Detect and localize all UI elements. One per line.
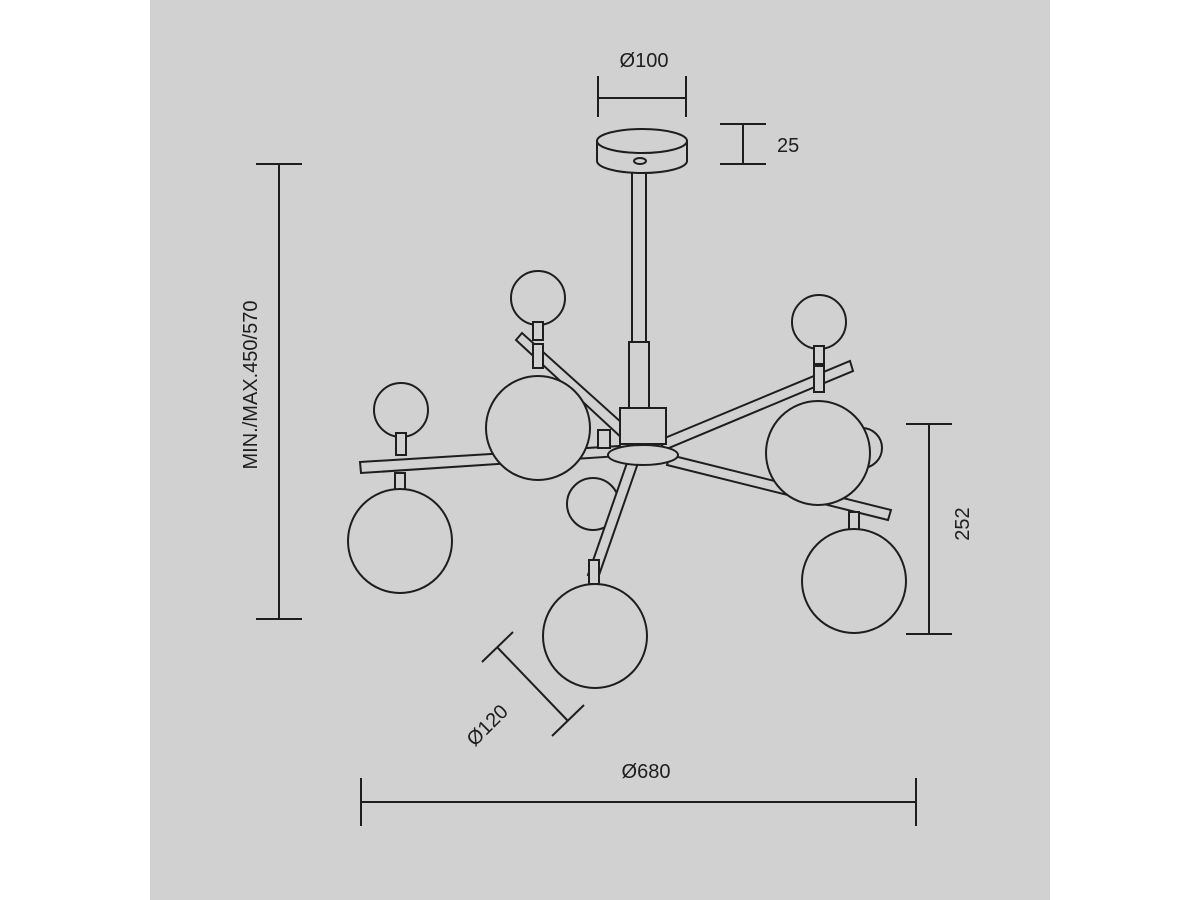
globe-front-left — [347, 488, 453, 594]
globe-front-bottom — [542, 583, 648, 689]
globe-front-upper-left — [485, 375, 591, 481]
globe-front-lower-right — [801, 528, 907, 634]
back-globe-stems — [395, 321, 825, 456]
canopy-height-dimension: 25 — [720, 123, 799, 165]
total-height-label: MIN./MAX.450/570 — [240, 301, 262, 470]
canopy-height-label: 25 — [777, 135, 799, 157]
canopy-diameter-label: Ø100 — [620, 50, 669, 72]
front-globes — [347, 343, 907, 689]
ceiling-canopy — [596, 128, 688, 174]
shade-diameter-label: Ø120 — [463, 701, 513, 751]
globe-back-top-right — [791, 294, 847, 350]
chandelier — [347, 128, 907, 689]
suspension-rod — [631, 161, 647, 343]
overall-diameter-label: Ø680 — [622, 761, 671, 783]
globe-back-left — [373, 382, 429, 438]
central-hub — [597, 407, 679, 466]
globe-back-top-left — [510, 270, 566, 326]
canopy-diameter-dimension: Ø100 — [597, 50, 687, 117]
rod-sleeve — [628, 341, 650, 413]
globe-front-upper-right — [765, 400, 871, 506]
fixture-height-dimension: 252 — [906, 423, 974, 635]
total-height-dimension: MIN./MAX.450/570 — [240, 163, 302, 620]
fixture-height-label: 252 — [952, 507, 974, 540]
overall-diameter-dimension: Ø680 — [360, 761, 917, 826]
